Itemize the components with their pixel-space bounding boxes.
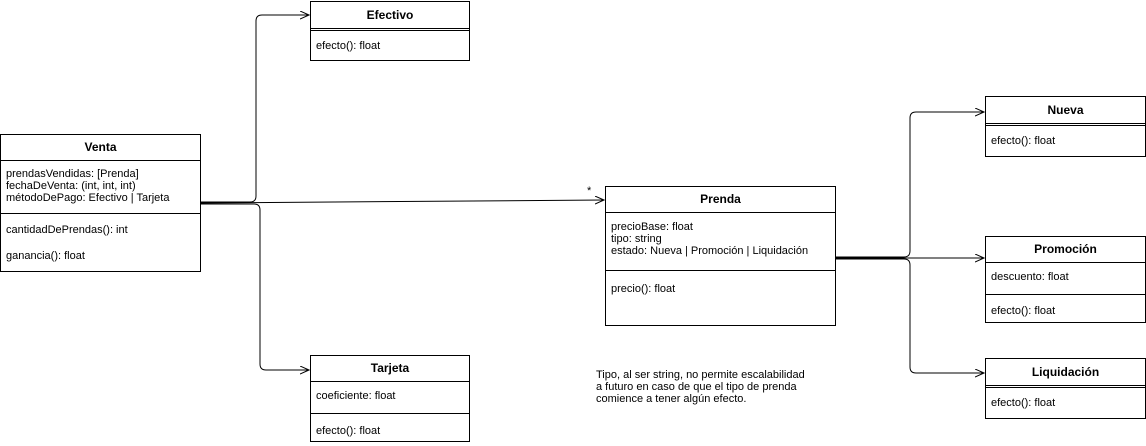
class-prenda-methods: precio(): float: [606, 270, 835, 299]
attribute: precioBase: float: [611, 221, 693, 233]
attribute: métodoDePago: Efectivo | Tarjeta: [6, 192, 170, 204]
method: ganancia(): float: [6, 250, 85, 262]
class-prenda-attributes: precioBase: float tipo: string estado: N…: [606, 213, 835, 270]
method: efecto(): float: [991, 397, 1056, 409]
attribute: estado: Nueva | Promoción | Liquidación: [611, 245, 809, 257]
method: efecto(): float: [991, 305, 1056, 317]
class-efectivo-methods: efecto(): float: [311, 31, 469, 56]
method: precio(): float: [611, 283, 676, 295]
class-tarjeta[interactable]: Tarjeta coeficiente: float efecto(): flo…: [310, 355, 470, 442]
attribute: tipo: string: [611, 233, 662, 245]
attribute: prendasVendidas: [Prenda]: [6, 168, 139, 180]
class-venta[interactable]: Venta prendasVendidas: [Prenda] fechaDeV…: [0, 134, 201, 272]
class-liquidacion-title: Liquidación: [986, 359, 1145, 388]
method: efecto(): float: [316, 40, 381, 52]
class-liquidacion-methods: efecto(): float: [986, 388, 1145, 413]
class-promocion-attributes: descuento: float: [986, 263, 1145, 294]
attribute: coeficiente: float: [316, 390, 396, 402]
class-nueva-methods: efecto(): float: [986, 126, 1145, 151]
edge-prenda-nueva: [836, 112, 984, 258]
class-promocion-methods: efecto(): float: [986, 294, 1145, 321]
class-venta-attributes: prendasVendidas: [Prenda] fechaDeVenta: …: [1, 161, 200, 213]
class-venta-title: Venta: [1, 135, 200, 161]
method: cantidadDePrendas(): int: [6, 224, 128, 236]
edge-prenda-liquidacion: [836, 258, 984, 373]
class-tarjeta-attributes: coeficiente: float: [311, 382, 469, 413]
class-promocion[interactable]: Promoción descuento: float efecto(): flo…: [985, 236, 1146, 323]
method: efecto(): float: [316, 425, 381, 437]
class-nueva-title: Nueva: [986, 97, 1145, 126]
method: efecto(): float: [991, 135, 1056, 147]
edge-venta-tarjeta: [201, 203, 309, 370]
edge-venta-efectivo: [201, 15, 309, 203]
class-efectivo[interactable]: Efectivo efecto(): float: [310, 1, 470, 61]
class-liquidacion[interactable]: Liquidación efecto(): float: [985, 358, 1146, 419]
class-nueva[interactable]: Nueva efecto(): float: [985, 96, 1146, 157]
attribute: fechaDeVenta: (int, int, int): [6, 180, 136, 192]
design-note: Tipo, al ser string, no permite escalabi…: [596, 369, 805, 405]
attribute: descuento: float: [991, 271, 1069, 283]
class-promocion-title: Promoción: [986, 237, 1145, 263]
class-tarjeta-title: Tarjeta: [311, 356, 469, 382]
class-prenda[interactable]: Prenda precioBase: float tipo: string es…: [605, 186, 836, 326]
class-tarjeta-methods: efecto(): float: [311, 413, 469, 441]
class-efectivo-title: Efectivo: [311, 2, 469, 31]
class-venta-methods: cantidadDePrendas(): int ganancia(): flo…: [1, 213, 200, 266]
class-prenda-title: Prenda: [606, 187, 835, 213]
edge-venta-prenda: [200, 200, 604, 203]
method: [6, 236, 195, 248]
multiplicity-label: *: [587, 185, 592, 197]
